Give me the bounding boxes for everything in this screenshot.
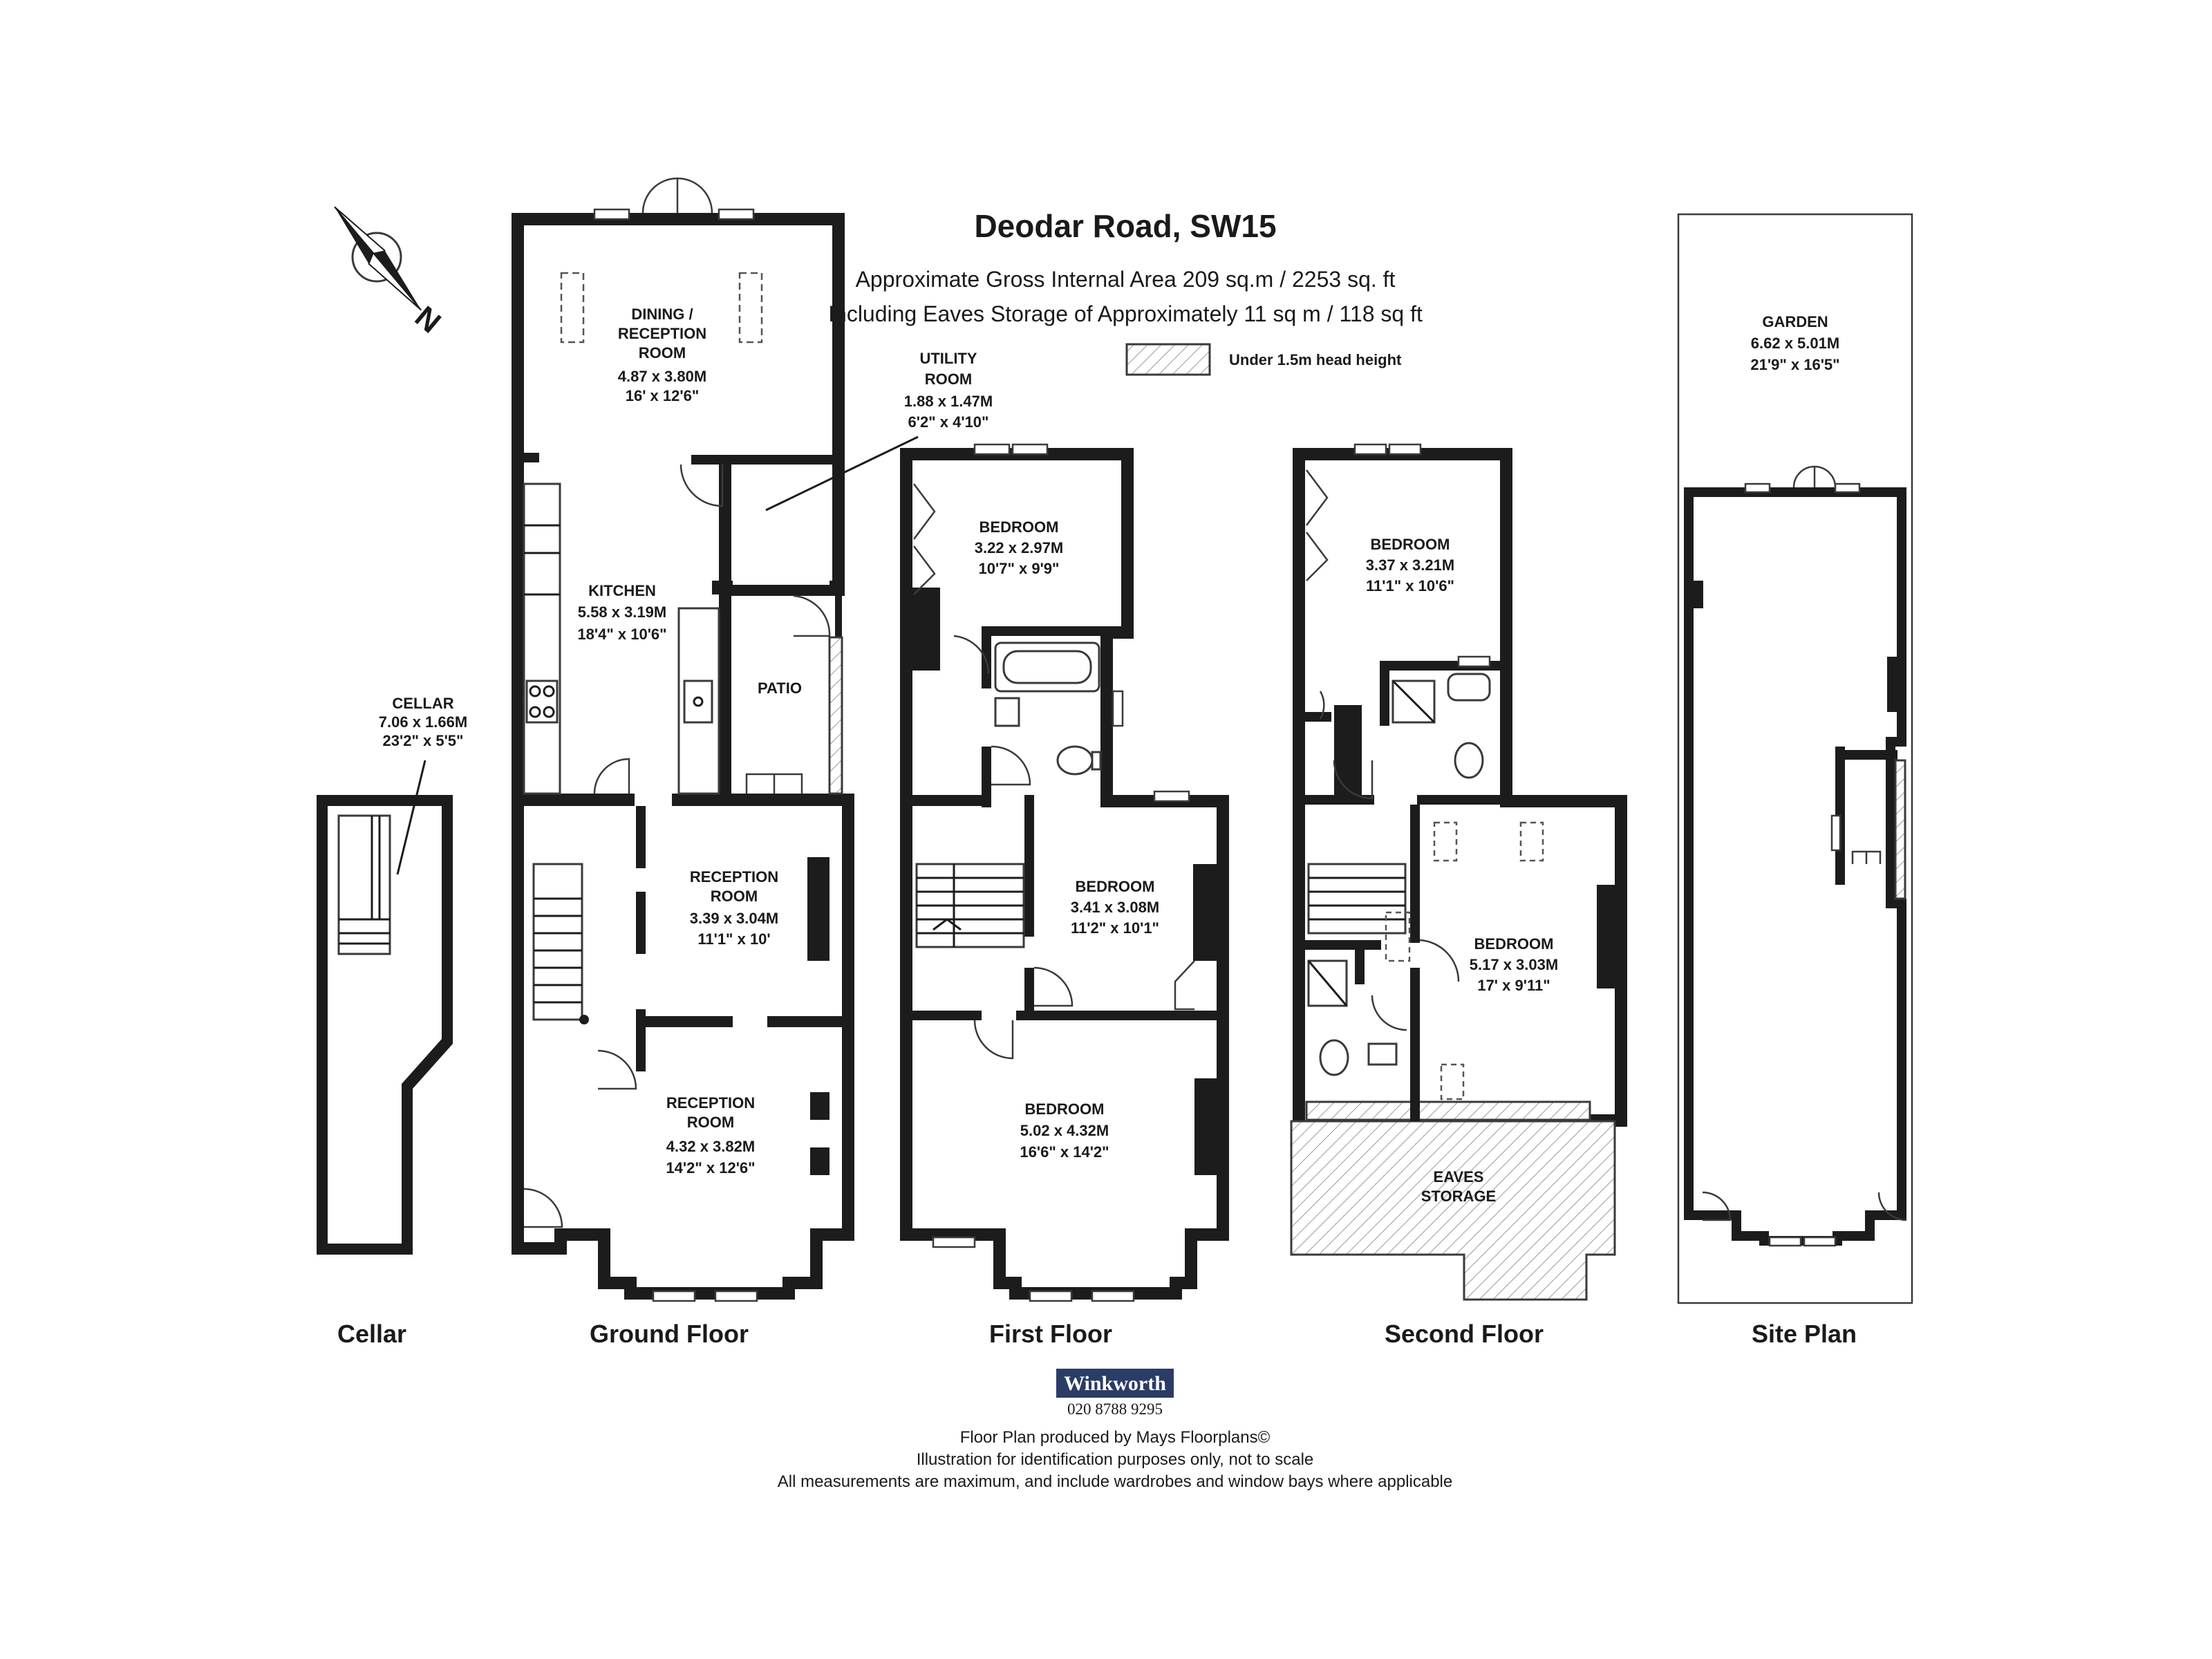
- ff-bedroom-3-imperial: 16'6" x 14'2": [1020, 1143, 1109, 1161]
- compass: N: [334, 206, 447, 340]
- second-stairs: [1307, 863, 1411, 962]
- utility-room-label-2: ROOM: [925, 371, 972, 388]
- reception-room-1-label-2: ROOM: [711, 888, 758, 905]
- ff-bedroom-1-label: BEDROOM: [980, 518, 1059, 536]
- sf-bedroom-2-label: BEDROOM: [1474, 935, 1554, 953]
- ff-bedroom-1-imperial: 10'7" x 9'9": [979, 560, 1060, 577]
- reception-room-2-metric: 4.32 x 3.82M: [666, 1138, 755, 1155]
- gross-area-line: Approximate Gross Internal Area 209 sq.m…: [856, 267, 1396, 292]
- legend-swatch: [1125, 343, 1211, 376]
- sf-bedroom-2-imperial: 17' x 9'11": [1477, 977, 1550, 994]
- footer-disclaimer: Illustration for identification purposes…: [917, 1450, 1314, 1469]
- utility-room-label: UTILITY: [919, 350, 977, 367]
- skylight: [560, 272, 585, 344]
- dining-room-label-2: RECEPTION: [618, 325, 706, 342]
- site-plan: GARDEN 6.62 x 5.01M 21'9" x 16'5": [1677, 213, 1913, 1304]
- legend: Under 1.5m head height: [1125, 343, 1402, 376]
- toilet-icon-3: [1319, 1039, 1349, 1076]
- utility-room-metric: 1.88 x 1.47M: [904, 393, 993, 410]
- sf-bedroom-1-label: BEDROOM: [1371, 536, 1450, 553]
- basin-icon-3: [1367, 1042, 1398, 1066]
- garden-metric: 6.62 x 5.01M: [1751, 335, 1839, 352]
- patio-label: PATIO: [758, 679, 802, 697]
- floor-label-ground: Ground Floor: [590, 1320, 749, 1348]
- eaves-area-line: Including Eaves Storage of Approximately…: [828, 301, 1423, 326]
- cellar-pointer-line: [396, 760, 427, 875]
- footer-credit: Floor Plan produced by Mays Floorplans©: [960, 1428, 1271, 1447]
- ff-bedroom-2-label: BEDROOM: [1076, 878, 1155, 895]
- dining-room-label-3: ROOM: [639, 344, 686, 362]
- agent-phone: 020 8788 9295: [1067, 1400, 1163, 1418]
- utility-room-imperial: 6'2" x 4'10": [908, 413, 989, 431]
- reception-room-2-label: RECEPTION: [666, 1094, 755, 1112]
- ff-bedroom-3-label: BEDROOM: [1025, 1100, 1105, 1118]
- garden-label: GARDEN: [1762, 313, 1828, 330]
- reception-room-2-imperial: 14'2" x 12'6": [666, 1159, 755, 1177]
- toilet-icon: [1056, 745, 1094, 776]
- utility-pointer-line: [765, 435, 919, 512]
- cellar-metric: 7.06 x 1.66M: [379, 713, 467, 731]
- agent-brand: Winkworth: [1064, 1372, 1166, 1395]
- eaves-storage-label: EAVES: [1434, 1168, 1484, 1185]
- eaves-storage-area: [1290, 1120, 1616, 1301]
- sf-bedroom-2-metric: 5.17 x 3.03M: [1470, 956, 1558, 973]
- cellar-imperial: 23'2" x 5'5": [383, 732, 464, 749]
- ground-stairs: [532, 863, 589, 1024]
- dining-room-label: DINING /: [631, 306, 693, 323]
- basin-icon-2: [1447, 673, 1491, 702]
- eaves-storage-label-2: STORAGE: [1421, 1188, 1496, 1205]
- plan-title: Deodar Road, SW15: [974, 208, 1276, 244]
- floor-label-cellar: Cellar: [337, 1320, 406, 1348]
- ff-bedroom-1-metric: 3.22 x 2.97M: [975, 539, 1063, 556]
- kitchen-imperial: 18'4" x 10'6": [577, 626, 666, 643]
- ff-bedroom-2-metric: 3.41 x 3.08M: [1071, 899, 1159, 916]
- garden-boundary: [1677, 213, 1913, 1304]
- skylight: [738, 272, 763, 344]
- cellar-room-label: CELLAR: [392, 695, 453, 712]
- second-floor-plan: BEDROOM 3.37 x 3.21M 11'1" x 10'6" BEDRO…: [1290, 443, 1627, 1301]
- compass-north-label: N: [409, 300, 447, 340]
- reception-room-1-metric: 3.39 x 3.04M: [690, 910, 778, 927]
- reception-room-2-label-2: ROOM: [687, 1114, 734, 1131]
- kitchen-label: KITCHEN: [588, 582, 656, 599]
- ff-bedroom-3-metric: 5.02 x 4.32M: [1020, 1122, 1109, 1139]
- first-stairs: [915, 863, 1025, 948]
- cellar-plan: CELLAR 7.06 x 1.66M 23'2" x 5'5": [317, 695, 467, 1255]
- floor-label-first: First Floor: [989, 1320, 1112, 1348]
- patio-fence: [828, 636, 843, 795]
- floor-label-second: Second Floor: [1385, 1320, 1544, 1348]
- compass-circle-icon: [351, 232, 402, 283]
- reception-room-1-imperial: 11'1" x 10': [697, 930, 770, 948]
- reception-room-1-label: RECEPTION: [690, 868, 778, 885]
- ff-bedroom-2-imperial: 11'2" x 10'1": [1071, 919, 1159, 937]
- agent-logo: Winkworth 020 8788 9295: [1056, 1369, 1174, 1418]
- footer-measurements-note: All measurements are maximum, and includ…: [778, 1472, 1453, 1491]
- floor-label-site: Site Plan: [1752, 1320, 1857, 1348]
- sf-bedroom-1-imperial: 11'1" x 10'6": [1366, 577, 1454, 594]
- basin-icon: [994, 697, 1020, 727]
- first-floor-plan: BEDROOM 3.22 x 2.97M 10'7" x 9'9" BEDROO…: [900, 443, 1229, 1302]
- kitchen-metric: 5.58 x 3.19M: [578, 603, 666, 621]
- toilet-icon-2: [1454, 742, 1484, 779]
- sink-icon: [683, 679, 713, 724]
- garden-imperial: 21'9" x 16'5": [1750, 356, 1839, 373]
- ground-floor-plan: DINING / RECEPTION ROOM 4.87 x 3.80M 16'…: [512, 177, 993, 1302]
- legend-label: Under 1.5m head height: [1229, 351, 1402, 368]
- dining-room-metric: 4.87 x 3.80M: [618, 368, 706, 385]
- sf-bedroom-1-metric: 3.37 x 3.21M: [1366, 556, 1454, 574]
- cellar-stairs: [337, 814, 391, 955]
- dining-room-imperial: 16' x 12'6": [626, 387, 700, 404]
- kitchen-units: [523, 482, 720, 795]
